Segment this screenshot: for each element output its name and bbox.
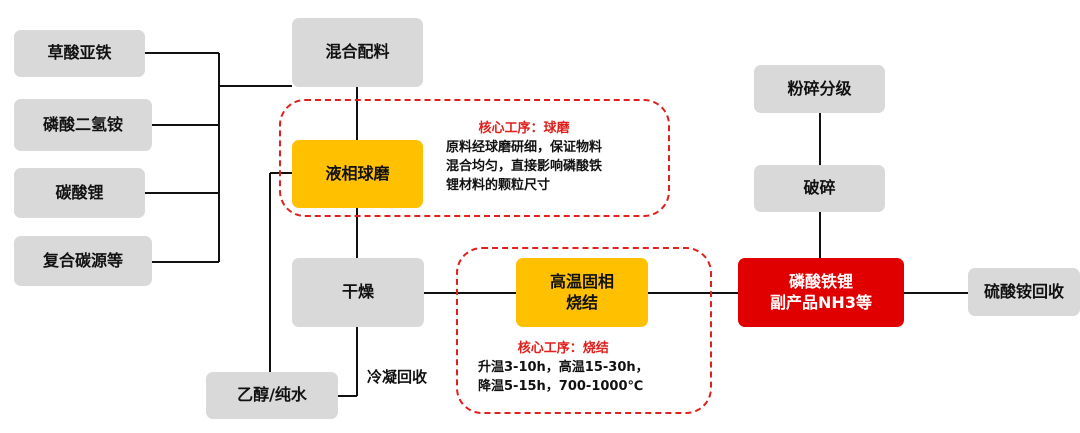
sintering-note-line1: 升温3-10h，高温15-30h， (478, 359, 649, 375)
ball-milling-note: 核心工序：球磨 原料经球磨研细，保证物料 混合均匀，直接影响磷酸铁 锂材料的颗粒… (446, 120, 602, 195)
input-lithium-carbonate: 碳酸锂 (14, 168, 145, 218)
ball-milling-highlight (279, 99, 670, 217)
ball-milling-note-line1: 原料经球磨研细，保证物料 (446, 139, 603, 155)
ethanol-pure-water-box: 乙醇/纯水 (206, 372, 338, 419)
product-label-line2: 副产品NH3等 (770, 292, 872, 312)
high-temp-sintering-box: 高温固相 烧结 (516, 258, 648, 327)
ammonium-sulfate-recovery-box: 硫酸铵回收 (968, 268, 1080, 316)
drying-box: 干燥 (292, 258, 424, 327)
ball-milling-note-line3: 锂材料的颗粒尺寸 (446, 177, 551, 193)
ball-milling-note-line2: 混合均匀，直接影响磷酸铁 (446, 158, 603, 174)
mixing-box: 混合配料 (292, 18, 423, 87)
crushing-box: 破碎 (754, 165, 885, 212)
grinding-classification-box: 粉碎分级 (754, 65, 885, 113)
input-ammonium-dihydrogen-phosphate: 磷酸二氢铵 (14, 99, 152, 151)
product-label-line1: 磷酸铁锂 (788, 271, 853, 291)
sintering-highlight (456, 247, 712, 414)
lfp-product-box: 磷酸铁锂 副产品NH3等 (738, 258, 904, 327)
input-composite-carbon-source: 复合碳源等 (14, 236, 152, 286)
sintering-note: 核心工序：烧结 升温3-10h，高温15-30h， 降温5-15h，700-10… (478, 340, 649, 397)
input-ferrous-oxalate: 草酸亚铁 (14, 30, 145, 77)
wet-ball-milling-box: 液相球磨 (292, 140, 423, 208)
sintering-note-title: 核心工序：烧结 (517, 341, 609, 356)
ball-milling-note-title: 核心工序：球磨 (478, 121, 570, 136)
sintering-label-line2: 烧结 (565, 292, 598, 312)
condensation-recovery-label: 冷凝回收 (367, 368, 428, 386)
sintering-label-line1: 高温固相 (549, 271, 614, 291)
sintering-note-line2: 降温5-15h，700-1000℃ (478, 378, 644, 394)
